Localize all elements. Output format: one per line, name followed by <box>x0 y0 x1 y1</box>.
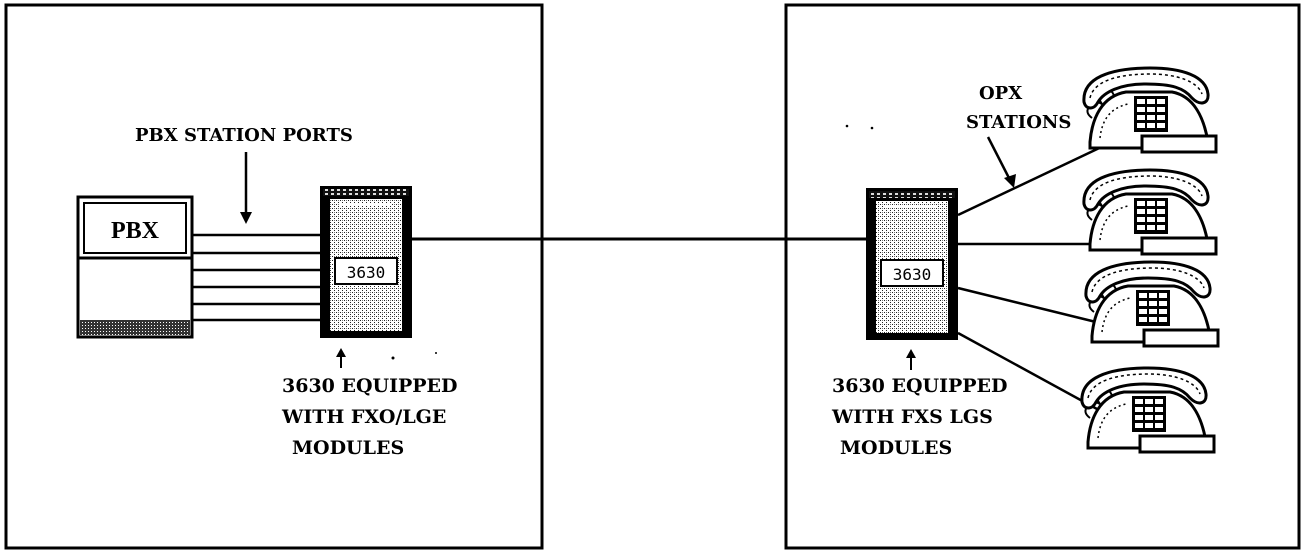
phone-icon-1 <box>1084 68 1216 152</box>
left-device-arrow <box>336 348 437 368</box>
left-device-caption-line-3: MODULES <box>292 437 404 459</box>
pbx-unit: PBX <box>78 197 192 337</box>
opx-arrow <box>846 125 1016 188</box>
left-device-caption-line-2: WITH FXO/LGE <box>281 406 446 428</box>
opx-label-line-2: STATIONS <box>966 112 1071 133</box>
pbx-station-ports-label: PBX STATION PORTS <box>135 125 353 146</box>
device-3630-left-label: 3630 <box>347 263 386 282</box>
right-device-arrow <box>906 349 916 370</box>
right-device-caption-line-2: WITH FXS LGS <box>831 406 993 428</box>
right-site-frame <box>786 5 1299 548</box>
opx-label-line-1: OPX <box>979 83 1022 104</box>
pbx-label: PBX <box>111 218 160 244</box>
ports-arrow <box>240 152 252 224</box>
device-3630-right: 3630 <box>866 188 958 340</box>
phone-icon-3 <box>1086 262 1218 346</box>
pbx-station-port-lines <box>192 235 320 320</box>
left-device-caption-line-1: 3630 EQUIPPED <box>282 375 458 397</box>
device-3630-left: 3630 <box>320 186 412 338</box>
right-device-caption-line-1: 3630 EQUIPPED <box>832 375 1008 397</box>
device-3630-right-label: 3630 <box>893 265 932 284</box>
phone-icon-2 <box>1084 170 1216 254</box>
phone-icon-4 <box>1082 368 1214 452</box>
right-device-caption-line-3: MODULES <box>840 437 952 459</box>
